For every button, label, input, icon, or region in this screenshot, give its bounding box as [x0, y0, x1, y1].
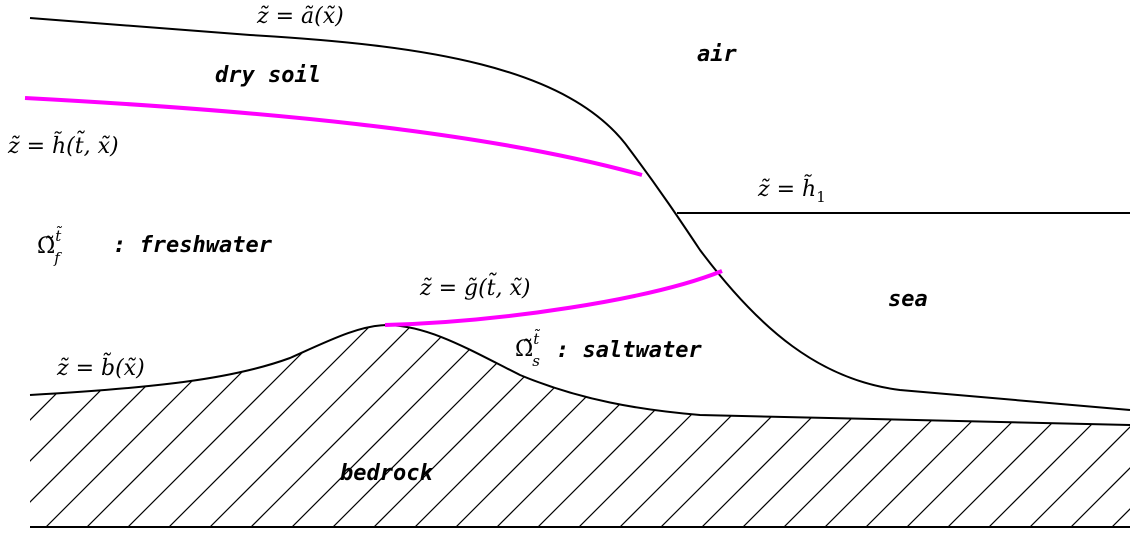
hatch-line	[83, 325, 295, 527]
hatch-line	[30, 325, 213, 527]
freshwater-domain-symbol: Ω̃t̃f	[37, 226, 63, 267]
hatch-line	[329, 325, 541, 527]
hatch-line	[903, 325, 1115, 527]
hatch-line	[862, 325, 1074, 527]
hatch-line	[247, 325, 459, 527]
hatch-line	[1026, 325, 1130, 527]
hatch-line	[739, 325, 951, 527]
sea-label: sea	[888, 287, 928, 312]
hatch-line	[206, 325, 418, 527]
hatch-line	[42, 325, 254, 527]
freshwater-label: : freshwater	[113, 233, 273, 258]
hatch-line	[165, 325, 377, 527]
water-table-interface	[24, 96, 643, 177]
air-label: air	[697, 42, 737, 67]
saltwater-label: : saltwater	[556, 338, 702, 363]
sea-level-equation: z̃ = h̃1	[757, 175, 826, 206]
hatch-line	[821, 325, 1033, 527]
hatch-line	[370, 325, 582, 527]
salt-freshwater-interface	[384, 269, 723, 327]
hatch-line	[288, 325, 500, 527]
dry-soil-label: dry soil	[215, 63, 321, 88]
hatch-line	[30, 325, 172, 527]
hatch-line	[124, 325, 336, 527]
hatch-line	[698, 325, 910, 527]
salt-interface-equation: z̃ = g̃(t̃, x̃)	[419, 271, 531, 301]
hatch-line	[30, 325, 131, 527]
water-table-equation: z̃ = h̃(t̃, x̃)	[7, 129, 119, 159]
bedrock-label: bedrock	[340, 461, 433, 486]
ground-surface-curve	[29, 17, 1131, 411]
saltwater-domain-symbol: Ω̃t̃s	[515, 329, 541, 370]
bedrock-surface-equation: z̃ = b̃(x̃)	[56, 351, 145, 381]
hatch-line	[780, 325, 992, 527]
ground-surface-equation: z̃ = ã(x̃)	[256, 4, 344, 29]
hatch-line	[1067, 325, 1130, 527]
